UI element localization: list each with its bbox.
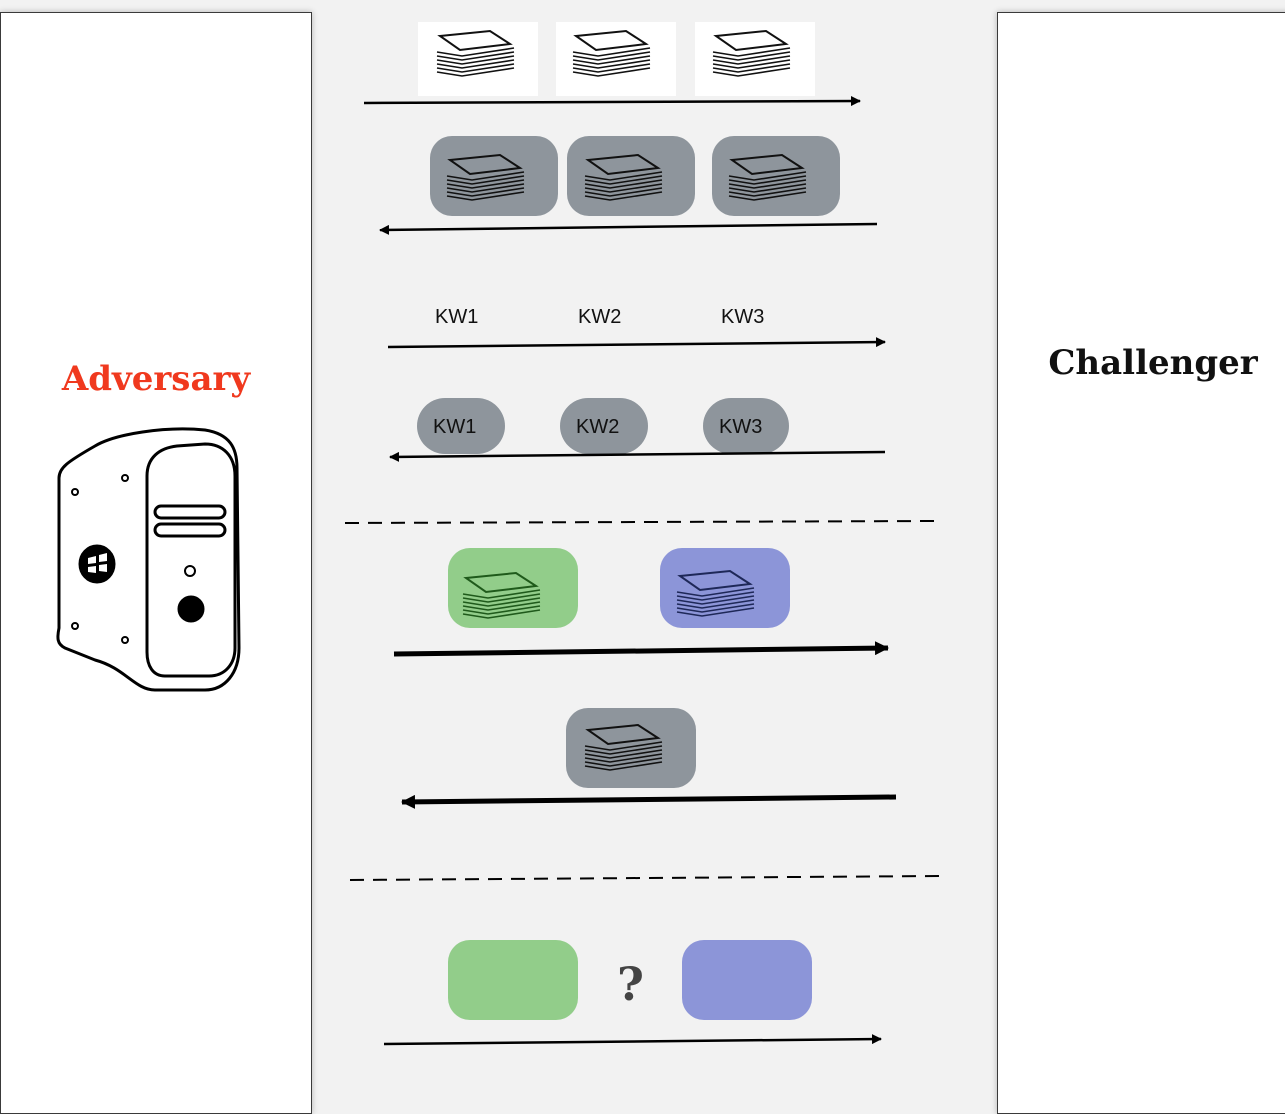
arrow-to-challenger-1 (363, 96, 861, 107)
encrypted-keyword-token-2 (560, 398, 648, 454)
challenger-panel: Challenger (997, 12, 1285, 1114)
phase-separator-2 (349, 875, 941, 881)
keyword-sent-3: KW3 (721, 306, 764, 328)
phase-separator-1 (344, 520, 936, 524)
keyword-sent-1: KW1 (435, 306, 478, 328)
encrypted-set-1 (430, 136, 840, 216)
arrow-to-adversary-1 (379, 222, 878, 235)
computer-tower-icon (56, 427, 241, 692)
encrypted-keyword-token-1 (417, 398, 505, 454)
document-stack-icon (695, 22, 815, 96)
document-stack-icon (556, 22, 676, 96)
encrypted-challenge-document (566, 708, 696, 788)
arrow-to-challenger-3 (393, 641, 889, 657)
document-set-1 (418, 22, 815, 96)
challenger-label: Challenger (1048, 343, 1258, 383)
arrow-to-adversary-3 (401, 794, 897, 809)
keyword-sent-2: KW2 (578, 306, 621, 328)
document-stack-icon (418, 22, 538, 96)
keyword-returned-2: KW2 (576, 416, 619, 438)
keyword-returned-1: KW1 (433, 416, 476, 438)
challenge-documents (448, 548, 790, 628)
arrow-to-adversary-2 (389, 450, 886, 462)
encrypted-keyword-token-3 (703, 398, 789, 454)
guess-question-mark: ? (617, 957, 644, 1011)
arrow-to-challenger-4 (383, 1034, 882, 1046)
adversary-label: Adversary (61, 359, 251, 399)
guess-option-green (448, 940, 578, 1020)
guess-option-blue (682, 940, 812, 1020)
arrow-to-challenger-2 (387, 337, 886, 349)
keyword-returned-3: KW3 (719, 416, 762, 438)
